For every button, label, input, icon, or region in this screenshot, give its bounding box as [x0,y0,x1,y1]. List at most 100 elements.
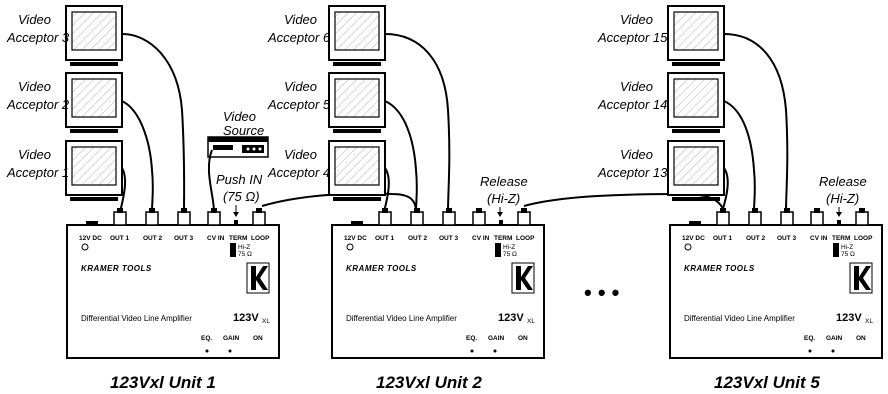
model-sub-label: XL [527,318,535,325]
loop-label: LOOP [516,235,535,242]
hiz-label: Hi-Z [841,244,853,251]
cable [723,100,756,213]
monitor-acceptor-6 [328,5,386,66]
term-switch[interactable] [833,243,839,257]
ohm-label: 75 Ω [503,251,517,258]
amplifier-unit-5: 12V DC OUT 1 OUT 2 OUT 3 CV IN TERM LOOP… [669,208,883,359]
term-note: Release [480,174,528,189]
acceptor-label: Acceptor 14 [597,97,667,112]
dc-label: 12V DC [682,235,705,242]
cvin-label: CV IN [810,235,828,242]
kramer-logo-icon [511,262,535,294]
bnc-out3 [442,208,456,226]
on-label: ON [518,335,528,342]
term-note: (Hi-Z) [487,191,520,206]
monitor-acceptor-13 [667,140,725,201]
unit-title: 123Vxl Unit 2 [376,373,482,392]
out2-label: OUT 2 [143,235,163,242]
term-switch[interactable] [495,243,501,257]
acceptor-label: Acceptor 2 [6,97,70,112]
monitor-acceptor-5 [328,72,386,133]
hiz-label: Hi-Z [238,244,250,251]
acceptor-label: Acceptor 13 [597,165,668,180]
term-label: TERM [494,235,512,242]
eq-label: EQ. [466,335,477,342]
dc-label: 12V DC [344,235,367,242]
out2-label: OUT 2 [408,235,428,242]
acceptor-label: Video [284,12,317,27]
eq-label: EQ. [804,335,815,342]
eq-label: EQ. [201,335,212,342]
model-sub-label: XL [865,318,873,325]
source-label: Video [223,109,256,124]
bnc-out3 [780,208,794,226]
bnc-loop [517,208,531,226]
bnc-out1 [716,208,730,226]
model-label: 123V [836,312,862,324]
term-switch[interactable] [230,243,236,257]
gain-label: GAIN [488,335,505,342]
bnc-cvin [810,208,824,226]
description-label: Differential Video Line Amplifier [346,314,457,323]
acceptor-label: Video [284,79,317,94]
gain-label: GAIN [223,335,240,342]
ohm-label: 75 Ω [841,251,855,258]
acceptor-label: Video [284,147,317,162]
cable [121,100,154,213]
bnc-loop [855,208,869,226]
cable [384,33,451,213]
on-label: ON [253,335,263,342]
monitor-acceptor-15 [667,5,725,66]
out3-label: OUT 3 [174,235,194,242]
out1-label: OUT 1 [375,235,395,242]
acceptor-label: Acceptor 6 [267,30,331,45]
cable [723,33,789,213]
unit-5: Video Acceptor 15 Video Acceptor 14 Vide… [597,5,883,392]
term-note: (75 Ω) [223,189,260,204]
out1-label: OUT 1 [713,235,733,242]
on-label: ON [856,335,866,342]
monitor-acceptor-14 [667,72,725,133]
acceptor-label: Video [620,12,653,27]
monitor-acceptor-2 [65,72,123,133]
acceptor-label: Video [620,147,653,162]
monitor-acceptor-3 [65,5,123,66]
unit-title: 123Vxl Unit 5 [714,373,820,392]
cable [383,167,390,213]
kramer-logo-icon [246,262,270,294]
gain-label: GAIN [826,335,843,342]
bnc-cvin [472,208,486,226]
amplifier-unit-1: 12V DC OUT 1 OUT 2 OUT 3 CV IN TERM LOOP… [66,208,280,359]
acceptor-label: Acceptor 5 [267,97,331,112]
bnc-out3 [177,208,191,226]
cable [207,149,215,213]
acceptor-label: Video [18,12,51,27]
description-label: Differential Video Line Amplifier [684,314,795,323]
unit-title: 123Vxl Unit 1 [110,373,216,392]
cable [384,100,418,213]
bnc-out1 [113,208,127,226]
model-sub-label: XL [262,318,270,325]
term-label: TERM [229,235,247,242]
cable [121,33,186,213]
loop-label: LOOP [854,235,873,242]
dc-label: 12V DC [79,235,102,242]
acceptor-label: Acceptor 3 [6,30,70,45]
unit-2: Video Acceptor 6 Video Acceptor 5 Video … [267,5,725,392]
kramer-logo-icon [849,262,873,294]
cvin-label: CV IN [207,235,225,242]
bnc-loop [252,208,266,226]
model-label: 123V [233,312,259,324]
acceptor-label: Acceptor 15 [597,30,668,45]
monitor-acceptor-1 [65,140,123,201]
ellipsis: • • • [584,280,619,305]
video-source-vcr [207,136,269,158]
bnc-out2 [748,208,762,226]
unit-1: Video Acceptor 3 Video Acceptor 2 Video … [6,5,417,392]
bnc-out1 [378,208,392,226]
term-note: Push IN [216,172,263,187]
cable [261,192,417,213]
brand-label: KRAMER TOOLS [684,264,755,273]
acceptor-label: Video [18,79,51,94]
